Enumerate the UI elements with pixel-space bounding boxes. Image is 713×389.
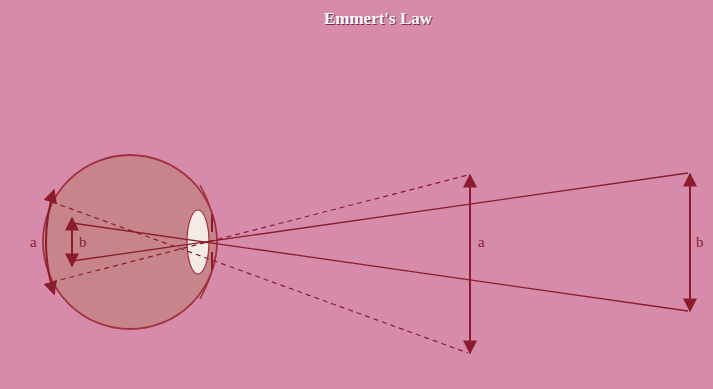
sight-lines — [52, 173, 688, 353]
object-size-label: a — [478, 235, 485, 250]
retina-image-label: a — [30, 235, 37, 250]
size-arrows — [46, 174, 690, 353]
eyeball — [43, 155, 217, 329]
object-size-label: b — [696, 235, 704, 250]
diagram-title: Emmert's Law — [324, 10, 432, 27]
retina-image-label: b — [79, 235, 87, 250]
